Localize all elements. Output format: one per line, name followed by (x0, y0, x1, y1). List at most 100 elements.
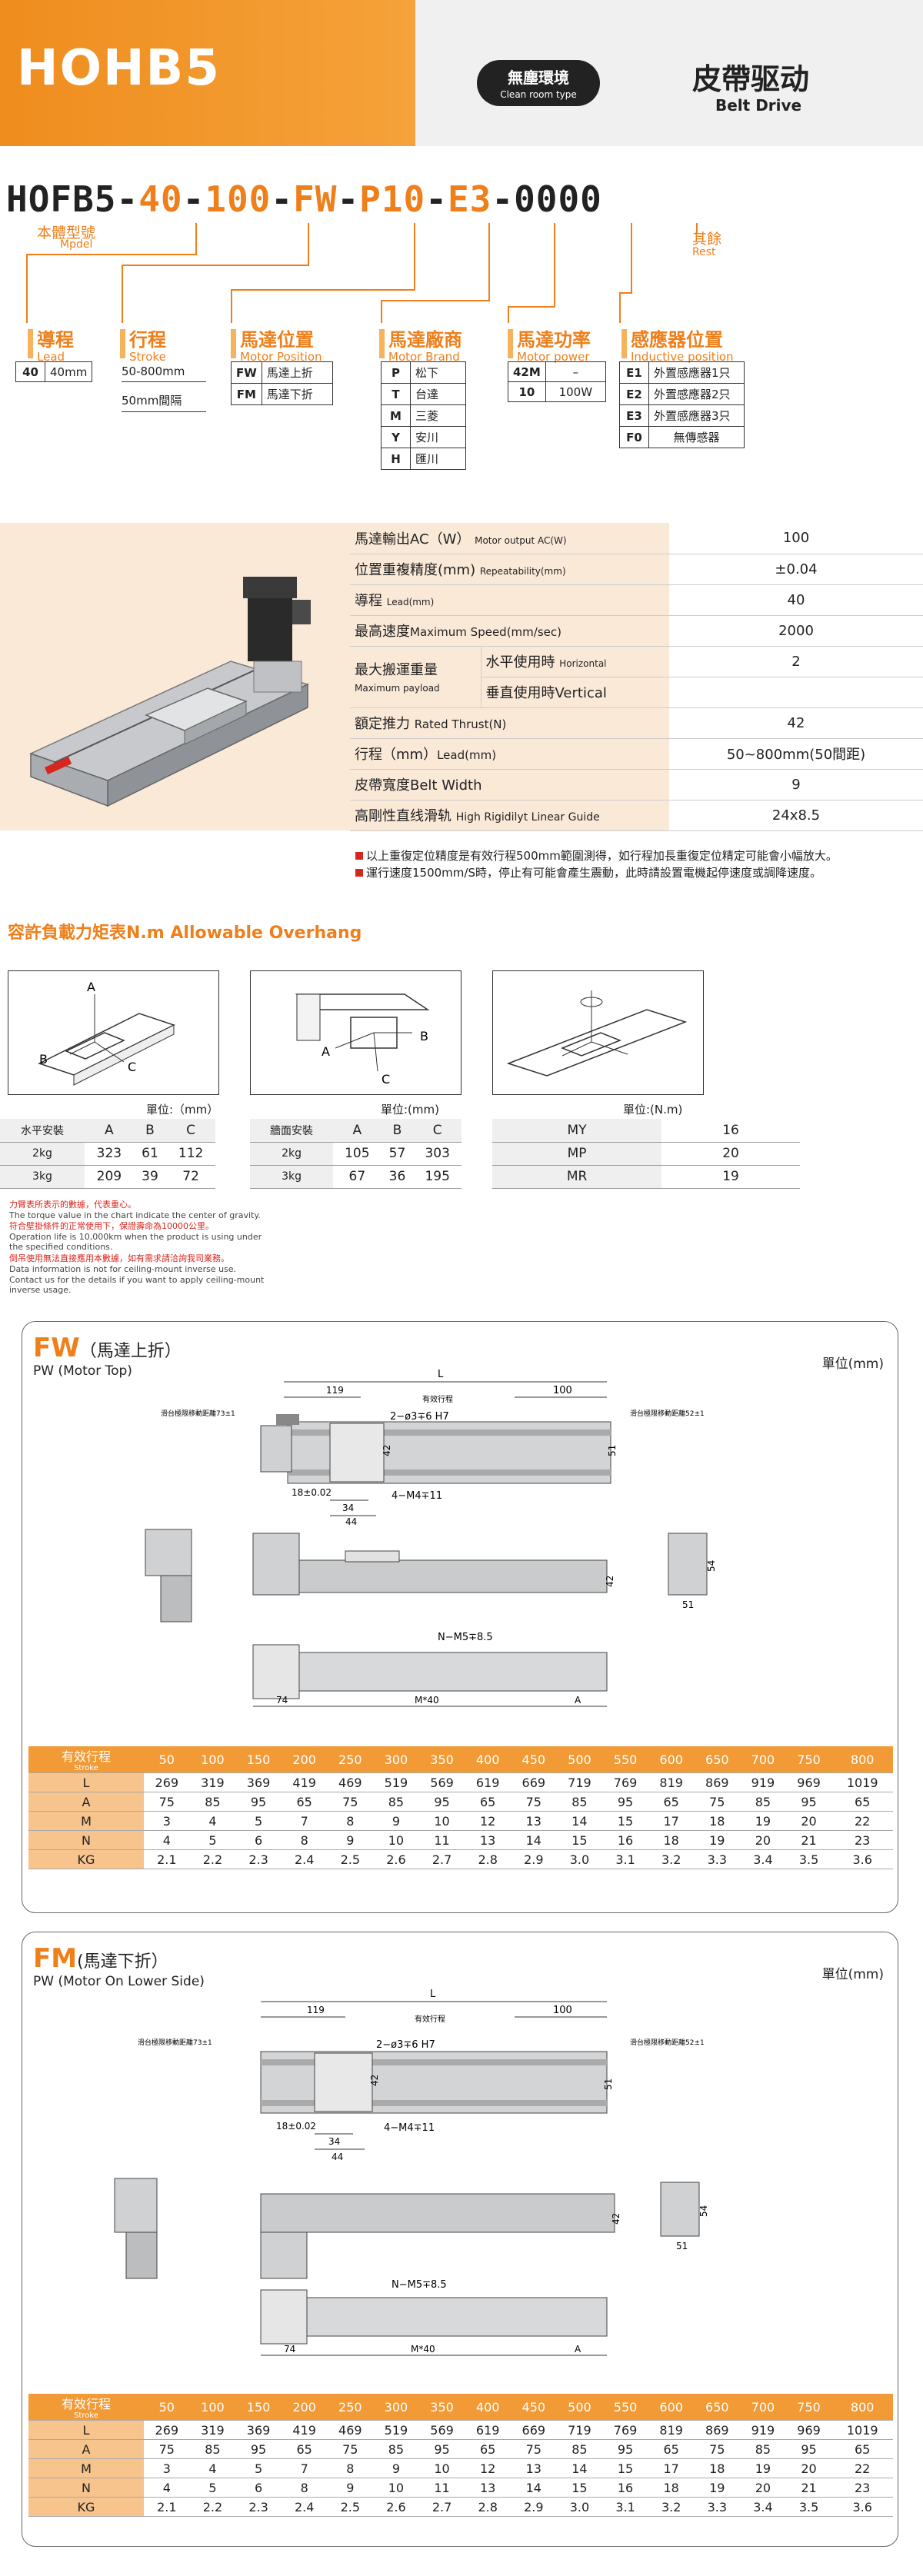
spec-row: 最高速度Maximum Speed(mm/sec) 2000 (350, 615, 923, 647)
svg-text:119: 119 (326, 1385, 344, 1396)
svg-text:2−ø3∓6 H7: 2−ø3∓6 H7 (390, 1411, 449, 1423)
svg-text:44: 44 (345, 1516, 357, 1527)
code-sep: - (182, 178, 205, 220)
bracket-line (231, 289, 415, 291)
overhang-diagram-wall: B A C (250, 970, 462, 1095)
fw-technical-drawing: L 119 有效行程 100 滑台極限移動距離73±1 滑台極限移動距離52±1… (145, 1369, 717, 1707)
fw-unit: 單位(mm) (821, 1356, 884, 1372)
code-sep: - (337, 178, 360, 220)
svg-text:有效行程: 有效行程 (422, 1394, 453, 1404)
svg-text:18±0.02: 18±0.02 (292, 1487, 332, 1498)
fine-print: The torque value in the chart indicate t… (9, 1210, 261, 1220)
bracket-line (554, 223, 555, 306)
fine-print: Data information is not for ceiling-moun… (9, 1264, 237, 1274)
svg-text:51: 51 (676, 2241, 688, 2252)
svg-text:M*40: M*40 (415, 1695, 439, 1706)
code-body: HOFB5 (6, 178, 117, 220)
drive-type-en: Belt Drive (715, 96, 802, 115)
bracket-line (631, 223, 632, 292)
svg-text:42: 42 (369, 2075, 380, 2086)
svg-text:51: 51 (607, 1445, 618, 1456)
bracket-line (508, 306, 555, 308)
svg-text:L: L (438, 1369, 444, 1380)
option-motor-position-header: 馬達位置 Motor Position (231, 324, 322, 364)
svg-text:N−M5∓8.5: N−M5∓8.5 (392, 2279, 447, 2291)
svg-text:M*40: M*40 (411, 2344, 435, 2355)
spec-note-2: 運行速度1500mm/S時，停止有可能會產生震動，此時請設置電機起停速度或調降速… (355, 864, 821, 880)
svg-text:74: 74 (276, 1695, 288, 1706)
spec-row: 導程 Lead(mm) 40 (350, 584, 923, 616)
code-motor: P10 (359, 178, 426, 220)
overhang-title: 容許負載力矩表N.m Allowable Overhang (8, 924, 362, 943)
svg-text:B: B (420, 1029, 428, 1043)
svg-text:34: 34 (342, 1503, 354, 1513)
bracket-line (122, 265, 123, 323)
product-image-panel (0, 523, 350, 830)
option-motor-brand-header: 馬達廠商 Motor Brand (379, 324, 462, 364)
svg-text:54: 54 (706, 1560, 717, 1572)
option-lead-header: 導程 Lead (28, 324, 74, 364)
fine-print: 符合壁掛條件的正常使用下，保證壽命為10000公里。 (9, 1221, 214, 1231)
bracket-line (508, 306, 509, 323)
bracket-line (414, 223, 415, 289)
fine-print: 倒吊使用無法直接應用本數據，如有需求請洽詢我司業務。 (9, 1253, 229, 1263)
svg-text:18±0.02: 18±0.02 (276, 2121, 316, 2132)
header-banner: HOHB5 無塵環境 Clean room type 皮帶驱动 Belt Dri… (0, 0, 923, 146)
overhang-unit-3: 單位:(N.m) (623, 1103, 683, 1117)
svg-text:42: 42 (605, 1576, 615, 1587)
svg-text:C: C (128, 1060, 136, 1074)
svg-text:有效行程: 有效行程 (415, 2014, 445, 2024)
spec-note-1: 以上重復定位精度是有效行程500mm範圍測得，如行程加長重復定位精定可能會小幅放… (355, 847, 838, 864)
svg-text:34: 34 (328, 2136, 340, 2147)
fw-title: FW（馬達上折） PW (Motor Top) (33, 1333, 182, 1379)
code-sep: - (491, 178, 515, 220)
spec-row: 馬達輸出AC（W） Motor output AC(W) 100 (350, 523, 923, 554)
option-stroke-header: 行程 Stroke (120, 324, 166, 364)
option-stroke-range: 50-800mm (122, 364, 206, 382)
spec-row: 垂直使用時Vertical (350, 677, 923, 708)
svg-text:54: 54 (698, 2205, 709, 2217)
option-sensor-header: 感應器位置 Inductive position (621, 324, 734, 364)
svg-text:A: A (322, 1044, 330, 1059)
body-model-label-en: Mpdel (60, 238, 93, 251)
svg-text:N−M5∓8.5: N−M5∓8.5 (438, 1632, 493, 1643)
option-motor-power-header: 馬達功率 Motor power (508, 324, 591, 364)
svg-text:44: 44 (332, 2152, 343, 2162)
bracket-line (26, 254, 197, 255)
bracket-line (488, 223, 490, 300)
bracket-line (231, 289, 232, 323)
svg-text:42: 42 (611, 2213, 621, 2225)
clean-room-en: Clean room type (500, 89, 577, 100)
svg-text:A: A (575, 1695, 581, 1706)
svg-text:4−M4∓11: 4−M4∓11 (384, 2122, 435, 2134)
fm-unit: 單位(mm) (821, 1967, 884, 1982)
bracket-line (122, 265, 309, 266)
spec-row: 皮帶寬度Belt Width 9 (350, 769, 923, 800)
bracket-line (619, 292, 632, 294)
svg-text:100: 100 (553, 2005, 572, 2016)
fm-title: FM(馬達下折） PW (Motor On Lower Side) (33, 1943, 205, 1989)
code-stroke: 100 (205, 178, 272, 220)
svg-text:滑台極限移動距離52±1: 滑台極限移動距離52±1 (630, 2038, 705, 2047)
bracket-line (381, 300, 382, 323)
clean-room-badge: 無塵環境 Clean room type (477, 60, 600, 106)
svg-text:42: 42 (382, 1445, 392, 1456)
spec-row: 位置重複精度(mm) Repeatability(mm) ±0.04 (350, 554, 923, 585)
model-code: HOFB5-40-100-FW-P10-E3-0000 (6, 178, 602, 220)
code-rest: 0000 (514, 178, 602, 220)
product-title: HOHB5 (17, 40, 221, 97)
svg-text:2−ø3∓6 H7: 2−ø3∓6 H7 (376, 2039, 435, 2051)
